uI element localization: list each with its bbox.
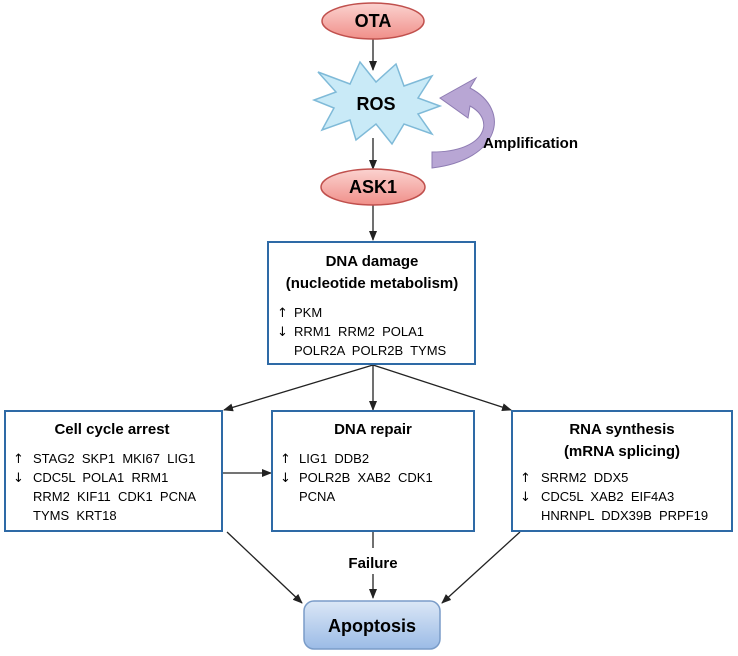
arrow-rna-to-apoptosis: [441, 531, 521, 604]
ota-label: OTA: [355, 11, 392, 31]
ros-starburst: [311, 60, 443, 146]
dna-repair-title: DNA repair: [334, 421, 412, 438]
amplification-label: Amplification: [483, 135, 578, 152]
dna-repair-down-genes-1: POLR2B XAB2 CDK1: [299, 470, 433, 485]
up-arrow-icon: ↑: [277, 306, 288, 321]
rna-synthesis-title: RNA synthesis: [569, 421, 674, 438]
rna-synthesis-down-genes-2: HNRNPL DDX39B PRPF19: [541, 508, 708, 523]
apoptosis-label: Apoptosis: [328, 616, 416, 636]
dna-repair-up-genes: LIG1 DDB2: [299, 451, 369, 466]
dna-damage-subtitle: (nucleotide metabolism): [286, 275, 459, 292]
failure-label: Failure: [348, 555, 397, 572]
down-arrow-icon: ↓: [13, 471, 24, 486]
dna-damage-title: DNA damage: [326, 253, 419, 270]
dna-damage-up-genes: PKM: [294, 305, 322, 320]
dna-damage-down-genes-2: POLR2A POLR2B TYMS: [294, 343, 447, 358]
rna-synthesis-box: RNA synthesis (mRNA splicing) ↑ SRRM2 DD…: [511, 410, 733, 532]
rna-synthesis-up-genes: SRRM2 DDX5: [541, 470, 628, 485]
dna-repair-box: DNA repair ↑ LIG1 DDB2 ↓ POLR2B XAB2 CDK…: [271, 410, 475, 532]
ask1-node: ASK1: [320, 168, 426, 206]
dna-repair-down-genes-2: PCNA: [299, 489, 335, 504]
down-arrow-icon: ↓: [280, 471, 291, 486]
arrow-damage-to-cell-cycle: [223, 364, 374, 412]
connector-arrows: [222, 39, 521, 604]
cell-cycle-up-genes: STAG2 SKP1 MKI67 LIG1: [33, 451, 195, 466]
up-arrow-icon: ↑: [280, 452, 291, 467]
cell-cycle-box: Cell cycle arrest ↑ STAG2 SKP1 MKI67 LIG…: [4, 410, 223, 532]
ros-label: ROS: [356, 94, 395, 114]
up-arrow-icon: ↑: [13, 452, 24, 467]
cell-cycle-down-genes-1: CDC5L POLA1 RRM1: [33, 470, 168, 485]
down-arrow-icon: ↓: [277, 325, 288, 340]
rna-synthesis-subtitle: (mRNA splicing): [564, 443, 680, 460]
apoptosis-node: Apoptosis: [303, 600, 441, 650]
ask1-label: ASK1: [349, 177, 397, 197]
arrow-damage-to-rna: [372, 364, 512, 412]
down-arrow-icon: ↓: [520, 490, 531, 505]
dna-damage-box: DNA damage (nucleotide metabolism) ↑ PKM…: [267, 241, 476, 365]
cell-cycle-title: Cell cycle arrest: [54, 421, 169, 438]
arrow-cell-cycle-to-apoptosis: [226, 531, 303, 604]
rna-synthesis-down-genes-1: CDC5L XAB2 EIF4A3: [541, 489, 674, 504]
amplification-arrow: [431, 76, 495, 169]
up-arrow-icon: ↑: [520, 471, 531, 486]
ros-node: ROS: [311, 60, 443, 146]
cell-cycle-down-genes-2: RRM2 KIF11 CDK1 PCNA: [33, 489, 196, 504]
cell-cycle-down-genes-3: TYMS KRT18: [33, 508, 117, 523]
ota-node: OTA: [321, 2, 425, 40]
dna-damage-down-genes-1: RRM1 RRM2 POLA1: [294, 324, 424, 339]
